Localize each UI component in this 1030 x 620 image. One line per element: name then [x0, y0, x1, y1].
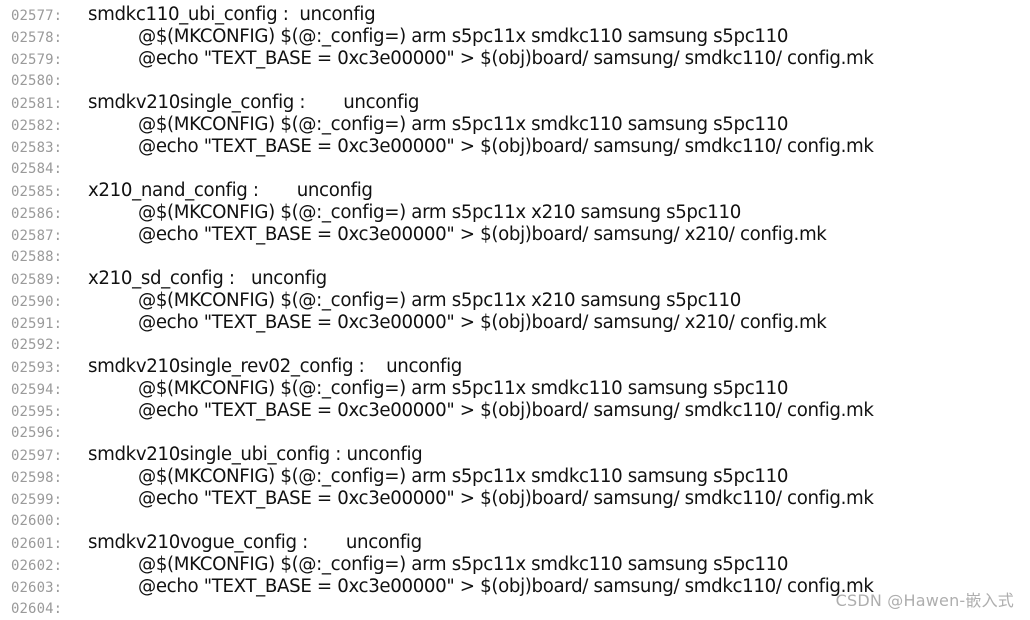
code-line: 02585: x210_nand_config : unconfig	[0, 180, 1030, 202]
line-number: 02587:	[11, 228, 63, 244]
line-number: 02603:	[11, 580, 63, 596]
code-text-target[interactable]: smdkv210vogue_config : unconfig	[88, 532, 422, 553]
watermark-text: CSDN @Hawen-嵌入式	[835, 591, 1014, 610]
code-text-command[interactable]: @echo "TEXT_BASE = 0xc3e00000" > $(obj)b…	[138, 136, 874, 157]
line-number: 02583:	[11, 140, 63, 156]
line-number: 02589:	[11, 272, 63, 288]
line-number: 02600:	[11, 513, 63, 529]
code-text-target[interactable]: smdkv210single_config : unconfig	[88, 92, 420, 113]
code-line: 02596:	[0, 422, 1030, 444]
line-number: 02604:	[11, 601, 63, 617]
code-line: 02587: @echo "TEXT_BASE = 0xc3e00000" > …	[0, 224, 1030, 246]
code-text-command[interactable]: @echo "TEXT_BASE = 0xc3e00000" > $(obj)b…	[138, 576, 874, 597]
code-text-command[interactable]: @echo "TEXT_BASE = 0xc3e00000" > $(obj)b…	[138, 224, 827, 245]
code-line: 02578: @$(MKCONFIG) $(@:_config=) arm s5…	[0, 26, 1030, 48]
line-number: 02586:	[11, 206, 63, 222]
code-line: 02593: smdkv210single_rev02_config : unc…	[0, 356, 1030, 378]
line-number: 02578:	[11, 30, 63, 46]
code-line: 02584:	[0, 158, 1030, 180]
code-text-target[interactable]: x210_nand_config : unconfig	[88, 180, 373, 201]
code-line: 02580:	[0, 70, 1030, 92]
code-line: 02599: @echo "TEXT_BASE = 0xc3e00000" > …	[0, 488, 1030, 510]
line-number: 02593:	[11, 360, 63, 376]
line-number: 02598:	[11, 470, 63, 486]
code-line: 02604:	[0, 598, 1030, 620]
line-number: 02596:	[11, 425, 63, 441]
code-text-command[interactable]: @echo "TEXT_BASE = 0xc3e00000" > $(obj)b…	[138, 312, 827, 333]
line-number: 02594:	[11, 382, 63, 398]
line-number: 02588:	[11, 249, 63, 265]
code-text-command[interactable]: @echo "TEXT_BASE = 0xc3e00000" > $(obj)b…	[138, 48, 874, 69]
line-number: 02591:	[11, 316, 63, 332]
code-text-command[interactable]: @$(MKCONFIG) $(@:_config=) arm s5pc11x s…	[138, 114, 789, 135]
code-line: 02582: @$(MKCONFIG) $(@:_config=) arm s5…	[0, 114, 1030, 136]
code-text-command[interactable]: @echo "TEXT_BASE = 0xc3e00000" > $(obj)b…	[138, 488, 874, 509]
line-number: 02581:	[11, 96, 63, 112]
code-text-command[interactable]: @echo "TEXT_BASE = 0xc3e00000" > $(obj)b…	[138, 400, 874, 421]
line-number: 02590:	[11, 294, 63, 310]
code-text-command[interactable]: @$(MKCONFIG) $(@:_config=) arm s5pc11x s…	[138, 466, 789, 487]
code-editor[interactable]: 02577: smdkc110_ubi_config : unconfig 02…	[0, 4, 1030, 620]
code-line: 02586: @$(MKCONFIG) $(@:_config=) arm s5…	[0, 202, 1030, 224]
code-text-command[interactable]: @$(MKCONFIG) $(@:_config=) arm s5pc11x s…	[138, 378, 789, 399]
code-text-command[interactable]: @$(MKCONFIG) $(@:_config=) arm s5pc11x s…	[138, 554, 789, 575]
line-number: 02592:	[11, 337, 63, 353]
code-text-target[interactable]: smdkv210single_rev02_config : unconfig	[88, 356, 462, 377]
code-line: 02595: @echo "TEXT_BASE = 0xc3e00000" > …	[0, 400, 1030, 422]
code-text-command[interactable]: @$(MKCONFIG) $(@:_config=) arm s5pc11x x…	[138, 290, 741, 311]
code-line: 02603: @echo "TEXT_BASE = 0xc3e00000" > …	[0, 576, 1030, 598]
code-line: 02594: @$(MKCONFIG) $(@:_config=) arm s5…	[0, 378, 1030, 400]
code-text-command[interactable]: @$(MKCONFIG) $(@:_config=) arm s5pc11x x…	[138, 202, 741, 223]
code-line: 02591: @echo "TEXT_BASE = 0xc3e00000" > …	[0, 312, 1030, 334]
code-line: 02583: @echo "TEXT_BASE = 0xc3e00000" > …	[0, 136, 1030, 158]
line-number: 02597:	[11, 448, 63, 464]
line-number: 02580:	[11, 73, 63, 89]
code-line: 02588:	[0, 246, 1030, 268]
code-line: 02589: x210_sd_config : unconfig	[0, 268, 1030, 290]
code-line: 02600:	[0, 510, 1030, 532]
code-line: 02590: @$(MKCONFIG) $(@:_config=) arm s5…	[0, 290, 1030, 312]
code-text-command[interactable]: @$(MKCONFIG) $(@:_config=) arm s5pc11x s…	[138, 26, 789, 47]
code-line: 02581: smdkv210single_config : unconfig	[0, 92, 1030, 114]
code-text-target[interactable]: smdkv210single_ubi_config : unconfig	[88, 444, 423, 465]
code-line: 02577: smdkc110_ubi_config : unconfig	[0, 4, 1030, 26]
line-number: 02584:	[11, 161, 63, 177]
code-text-target[interactable]: x210_sd_config : unconfig	[88, 268, 327, 289]
line-number: 02585:	[11, 184, 63, 200]
line-number: 02579:	[11, 52, 63, 68]
line-number: 02602:	[11, 558, 63, 574]
code-line: 02601: smdkv210vogue_config : unconfig	[0, 532, 1030, 554]
line-number: 02601:	[11, 536, 63, 552]
line-number: 02582:	[11, 118, 63, 134]
line-number: 02599:	[11, 492, 63, 508]
line-number: 02577:	[11, 8, 63, 24]
code-line: 02602: @$(MKCONFIG) $(@:_config=) arm s5…	[0, 554, 1030, 576]
code-line: 02598: @$(MKCONFIG) $(@:_config=) arm s5…	[0, 466, 1030, 488]
line-number: 02595:	[11, 404, 63, 420]
code-line: 02592:	[0, 334, 1030, 356]
code-line: 02579: @echo "TEXT_BASE = 0xc3e00000" > …	[0, 48, 1030, 70]
code-text-target[interactable]: smdkc110_ubi_config : unconfig	[88, 4, 376, 25]
code-line: 02597: smdkv210single_ubi_config : uncon…	[0, 444, 1030, 466]
